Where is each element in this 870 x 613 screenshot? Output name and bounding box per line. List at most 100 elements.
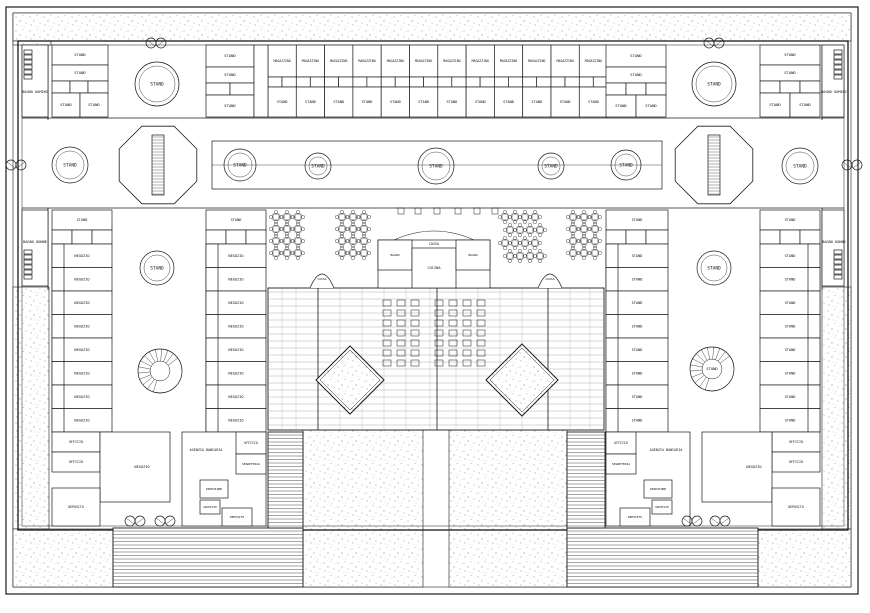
chair [508,233,512,237]
deposito-cell [799,229,821,245]
chair [571,234,575,238]
spiral-step [715,348,720,360]
deposito-room-label: DEPOSITO [68,505,83,509]
cafe-table [349,225,357,233]
wc-stall [833,254,843,260]
stand-unit-label: STAND [60,102,72,107]
chair [269,239,273,243]
magazzino-unit-label: MAGAZZINO [528,59,545,63]
deposito-cell [51,337,65,362]
wc-stall [23,69,33,75]
stand-unit-label: STAND [785,418,796,422]
terrace-table [462,319,472,327]
chair [582,234,586,238]
cafe-table [521,213,529,221]
wc-stall [23,254,33,260]
chair [528,249,532,253]
terrace-table [396,349,406,357]
terrace-table [396,329,406,337]
cafe-table [531,213,539,221]
stand-kiosk-outer [51,146,89,184]
cafe-table [294,213,302,221]
deposito-cell [437,76,453,88]
chair [335,227,339,231]
chair [346,239,350,243]
direzione-room [199,479,229,499]
stand-kiosk-inner [421,151,451,181]
cassa-label: CASSA [317,277,326,281]
chair [528,215,532,219]
wc-stall [23,54,33,60]
cafe-table [272,213,280,221]
cafe-table [526,226,534,234]
terrace-table [410,319,420,327]
negozio-unit-label: NEGOZIO [74,254,89,258]
chair [593,222,597,226]
deposito-cell [51,267,65,292]
chair [362,234,366,238]
chair [503,236,507,240]
chair [274,210,278,214]
stand-unit-label: STAND [785,371,796,375]
chair [518,241,522,245]
deposito-cell [51,290,65,315]
chair [582,256,586,260]
chair [533,236,537,240]
stand-kiosk-outer [134,61,180,107]
cafe-table [536,252,544,260]
terrace-table [448,299,458,307]
cafe-table [294,237,302,245]
stand-unit-label: STAND [560,100,571,104]
negozio-unit-label: NEGOZIO [74,418,89,422]
chair [285,246,289,250]
terrace-table [476,299,486,307]
cassa-label: CASSA [545,277,554,281]
stand-kiosk-outer [610,149,642,181]
chair [346,215,350,219]
chair [296,246,300,250]
planter [454,207,462,215]
stand-kiosk-outer [223,148,257,182]
chair [513,220,517,224]
deposito-cell [309,76,325,88]
door-leaf [135,517,145,525]
chair [362,256,366,260]
chair [367,251,371,255]
chair [577,215,581,219]
magazzino-unit-label: MAGAZZINO [443,59,460,63]
chair [528,241,532,245]
spiral-step [167,357,178,366]
cafe-table [591,249,599,257]
stand-unit-label: STAND [74,52,86,57]
magazzino-unit-label: MAGAZZINO [557,59,574,63]
chair [301,239,305,243]
stand-unit [550,86,580,118]
magazzino-unit-label: MAGAZZINO [415,59,432,63]
terrace-table [476,359,486,367]
deposito-cell [366,76,382,88]
spiral-step [719,355,730,364]
chair [351,246,355,250]
stand-unit-label: STAND [769,102,781,107]
magazzino-unit [522,44,552,78]
chair [523,246,527,250]
deposito-cell [451,76,467,88]
terrace-table [410,349,420,357]
wc-stall [833,59,843,65]
terrace-table [382,319,392,327]
stand-kiosk-label: STAND [233,163,247,169]
wc-stall [23,259,33,265]
chair [291,227,295,231]
chair [508,249,512,253]
chair [571,222,575,226]
wc-stall [833,49,843,55]
chair [598,227,602,231]
spiral-step [690,364,703,368]
negozio-unit-label: NEGOZIO [74,301,89,305]
deposito-room-label: DEPOSITO [230,515,245,519]
stand-unit [635,94,667,118]
chair [571,256,575,260]
cafe-table [283,237,291,245]
negozio-unit-label: NEGOZIO [228,348,243,352]
cafe-table [580,225,588,233]
